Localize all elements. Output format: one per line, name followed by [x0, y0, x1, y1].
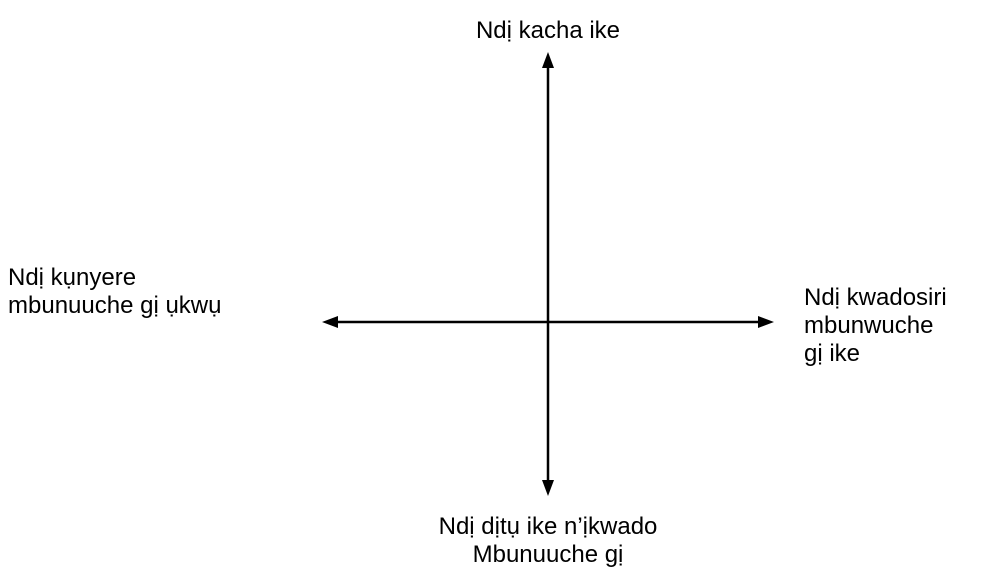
bottom-label-line-2: Mbunuuche gị [472, 541, 624, 568]
left-label: Ndị kụnyere mbunuuche gị ụkwụ [8, 264, 221, 320]
right-label-line-2: mbunwuche [804, 312, 934, 339]
arrowhead-right [758, 316, 774, 328]
left-label-line-2: mbunuuche gị ụkwụ [8, 292, 222, 319]
arrowhead-left [322, 316, 338, 328]
right-label-line-1: Ndị kwadosiri [804, 284, 947, 311]
bottom-label-line-1: Ndị dịtụ ike n’ịkwado [438, 513, 658, 540]
arrowhead-up [542, 52, 554, 68]
top-label-text: Ndị kacha ike [475, 17, 621, 44]
right-label-line-3: gị ike [804, 340, 861, 367]
top-label: Ndị kacha ike [348, 17, 748, 45]
arrowhead-down [542, 480, 554, 496]
right-label: Ndị kwadosiri mbunwuche gị ike [804, 284, 947, 368]
bottom-label: Ndị dịtụ ike n’ịkwado Mbunuuche gị [348, 513, 748, 569]
left-label-line-1: Ndị kụnyere [8, 264, 137, 291]
